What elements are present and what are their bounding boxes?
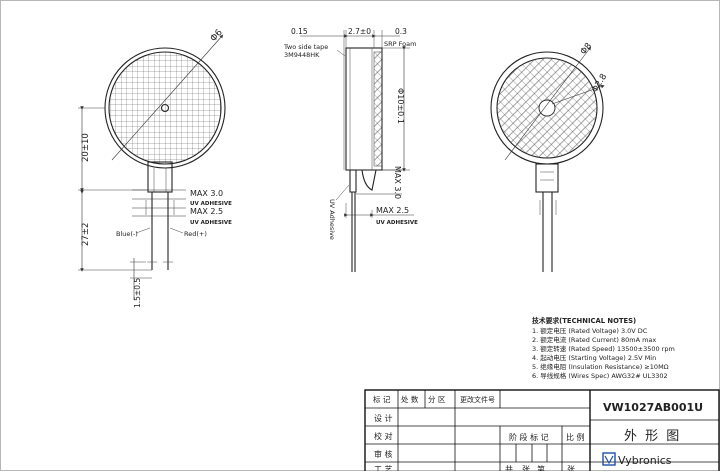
title-block: 标 记 处 数 分 区 更改文件号 设 计 校 对 审 核 工 艺 阶 段 标 … (364, 389, 720, 474)
front-dia-label: Φ6 (209, 28, 225, 44)
part-number: VW1027AB001U (603, 401, 703, 414)
side-dia-label: Φ10±0.1 (396, 88, 405, 124)
back-dia1-label: Φ8 (579, 41, 594, 57)
max25-side: MAX 2.5 (376, 206, 409, 215)
foam-label: SRP Foam (384, 40, 416, 48)
front-view: Φ6 20±10 27±2 1.5±0.5 MAX 3.0 UV ADHESIV… (78, 28, 232, 308)
tb-scale: 比 例 (566, 432, 585, 442)
tb-count: 处 数 (401, 394, 419, 404)
technical-notes: 技术要求(TECHNICAL NOTES) 1. 额定电压 (Rated Vol… (532, 316, 675, 380)
tb-total-unit: 张 (522, 465, 530, 471)
uv-adhesive-side: UV ADHESIVE (376, 220, 418, 226)
back-tab (535, 163, 559, 193)
notes-title: 技术要求(TECHNICAL NOTES) (532, 316, 636, 325)
company-logo: Vybronics (602, 452, 672, 467)
note-3: 3. 额定转速 (Rated Speed) 13500±3500 rpm (532, 344, 675, 353)
tb-design: 设 计 (374, 413, 393, 423)
back-dia-leader-a (504, 46, 592, 161)
back-view: Φ8 Φ2.8 (490, 41, 609, 272)
note-2: 2. 额定电流 (Rated Current) 80mA max (532, 335, 656, 344)
max30-front: MAX 3.0 (190, 189, 223, 198)
tb-sheet: 第 (537, 464, 545, 471)
blue-wire-label: Blue(-) (116, 230, 138, 238)
uv-adhesive-front-b: UV ADHESIVE (190, 220, 232, 226)
drawing-name: 外 形 图 (624, 429, 681, 444)
lead-length-label: 27±2 (81, 223, 91, 246)
back-dia-leader-b (551, 84, 605, 105)
front-tab (147, 161, 173, 193)
foam-thk-label: 0.3 (395, 27, 407, 36)
front-center (160, 103, 170, 113)
tb-change: 更改文件号 (460, 395, 495, 404)
max30-side: MAX 3.0 (393, 166, 402, 199)
max25-front: MAX 2.5 (190, 207, 223, 216)
back-center (538, 99, 556, 117)
note-5: 5. 绝缘电阻 (Insulation Resistance) ≥10MΩ (532, 362, 669, 371)
uv-adhesive-front-a: UV ADHESIVE (190, 201, 232, 207)
front-height-label: 20±10 (81, 133, 91, 162)
note-4: 4. 起动电压 (Starting Voltage) 2.5V Min (532, 353, 656, 362)
body-thk-label: 2.7±0 (348, 27, 371, 36)
note-1: 1. 额定电压 (Rated Voltage) 3.0V DC (532, 326, 648, 335)
front-dia-leader (111, 34, 224, 161)
tb-stage: 阶 段 标 记 (509, 432, 549, 442)
tb-review: 审 核 (374, 449, 393, 459)
note-6: 6. 导线规格 (Wires Spec) AWG32# UL3302 (532, 371, 668, 380)
front-mesh (109, 52, 221, 164)
side-foam (373, 51, 383, 167)
uv-adhesive-side-vertical: UV Adhesive (328, 199, 336, 240)
tape-code: 3M9448HK (284, 51, 320, 59)
tape-label: Two side tape (283, 43, 328, 51)
wire-end-label: 1.5±0.5 (133, 278, 142, 308)
red-wire-label: Red(+) (184, 230, 207, 238)
logo-mark-icon (602, 452, 616, 466)
tb-mark: 标 记 (373, 394, 391, 404)
tb-process: 工 艺 (374, 465, 393, 471)
company-name: Vybronics (618, 454, 672, 467)
tb-check: 校 对 (374, 431, 393, 441)
tb-total: 共 (505, 465, 513, 471)
tb-sheet-unit: 张 (567, 465, 575, 471)
tb-zone: 分 区 (428, 395, 446, 404)
side-view: 0.15 2.7±0 0.3 Two side tape 3M9448HK SR… (283, 27, 418, 272)
tape-thk-label: 0.15 (291, 27, 308, 36)
